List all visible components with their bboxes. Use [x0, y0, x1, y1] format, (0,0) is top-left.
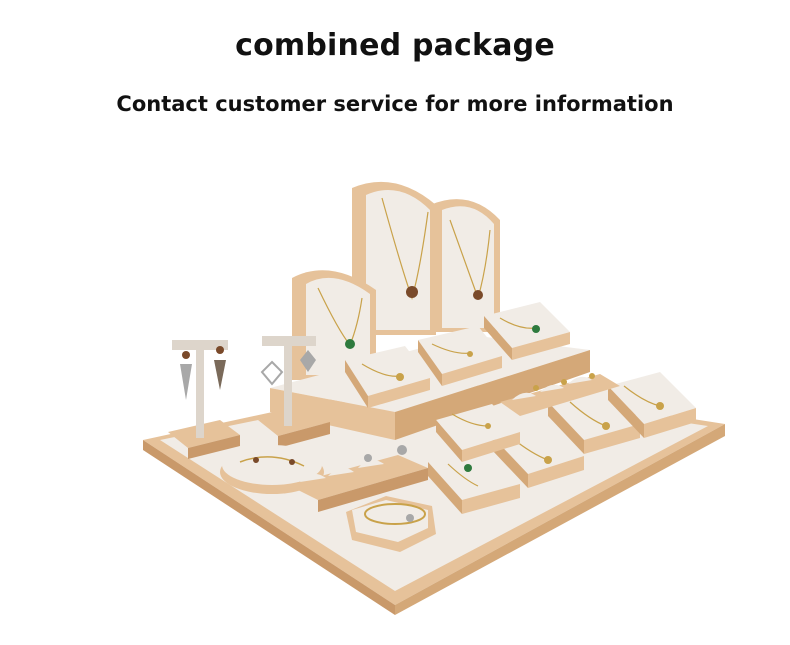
- ring-slot-tray: [288, 445, 428, 512]
- jewelry-display-illustration: [143, 181, 725, 615]
- necklace-pillow: [484, 302, 570, 360]
- page-title: combined package: [235, 28, 555, 63]
- earring-slot-tray: [500, 373, 620, 416]
- necklace-pillow: [345, 346, 430, 408]
- necklace-pillow: [428, 446, 520, 514]
- necklace-pillow: [436, 404, 520, 462]
- page-subtitle: Contact customer service for more inform…: [116, 92, 674, 116]
- small-arch-bust: [292, 270, 376, 380]
- bangle-holder: [346, 496, 436, 552]
- medium-arch-bust: [430, 199, 500, 332]
- product-photo: [0, 150, 790, 645]
- necklace-pillow: [608, 372, 696, 438]
- earring-t-stand: [168, 340, 240, 459]
- necklace-pillow: [418, 326, 502, 386]
- earring-t-stand: [258, 336, 330, 448]
